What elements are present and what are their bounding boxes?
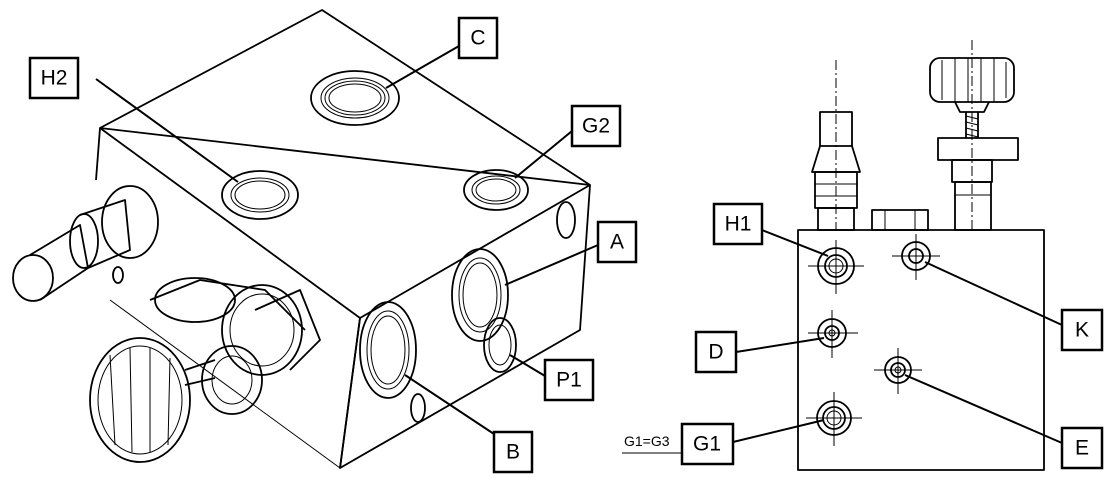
cartridge-left: [12, 185, 159, 302]
label-p1: P1: [543, 358, 595, 402]
port-h2: [221, 170, 299, 220]
port-g2: [463, 169, 529, 211]
label-a: A: [596, 220, 638, 264]
port-side-small: [556, 201, 576, 239]
label-h2: H2: [28, 56, 80, 100]
label-d: D: [694, 330, 738, 374]
label-c-text: C: [470, 27, 485, 50]
label-a-text: A: [610, 231, 624, 254]
g1-g3-note: G1=G3: [624, 433, 670, 449]
label-h1-text: H1: [725, 213, 752, 236]
top-nut: [871, 209, 929, 231]
label-d-text: D: [708, 341, 723, 364]
label-k: K: [1060, 308, 1104, 352]
label-h2-text: H2: [41, 67, 68, 90]
label-b: B: [492, 430, 534, 474]
port-p1: [483, 317, 517, 373]
port-b: [359, 301, 417, 399]
label-g1: G1: [680, 422, 735, 466]
leaders-left: [95, 45, 599, 435]
label-c: C: [457, 16, 499, 60]
leaders-right: [622, 229, 1063, 454]
block-body: [95, 9, 591, 469]
cartridge-knob: [89, 277, 321, 463]
label-e: E: [1060, 426, 1104, 470]
isometric-view: C H2 G2 A P1 B: [12, 9, 638, 474]
label-b-text: B: [506, 441, 520, 464]
label-g2: G2: [570, 104, 622, 148]
top-cartridge-right: [929, 40, 1019, 231]
port-d: [808, 310, 858, 358]
label-g1-text: G1: [693, 433, 721, 456]
port-e: [874, 348, 922, 394]
port-k: [892, 234, 940, 280]
port-c: [310, 70, 400, 126]
label-p1-text: P1: [556, 369, 582, 392]
label-e-text: E: [1075, 437, 1089, 460]
top-cartridge-left: [811, 60, 861, 231]
port-a: [451, 248, 509, 342]
label-g2-text: G2: [582, 115, 610, 138]
port-bottom-small: [410, 393, 426, 423]
front-view: H1 K D E G1=G3 G1: [622, 40, 1104, 471]
port-h1: [808, 240, 864, 294]
label-h1: H1: [712, 202, 764, 246]
port-g1: [806, 392, 862, 446]
label-k-text: K: [1075, 319, 1089, 342]
